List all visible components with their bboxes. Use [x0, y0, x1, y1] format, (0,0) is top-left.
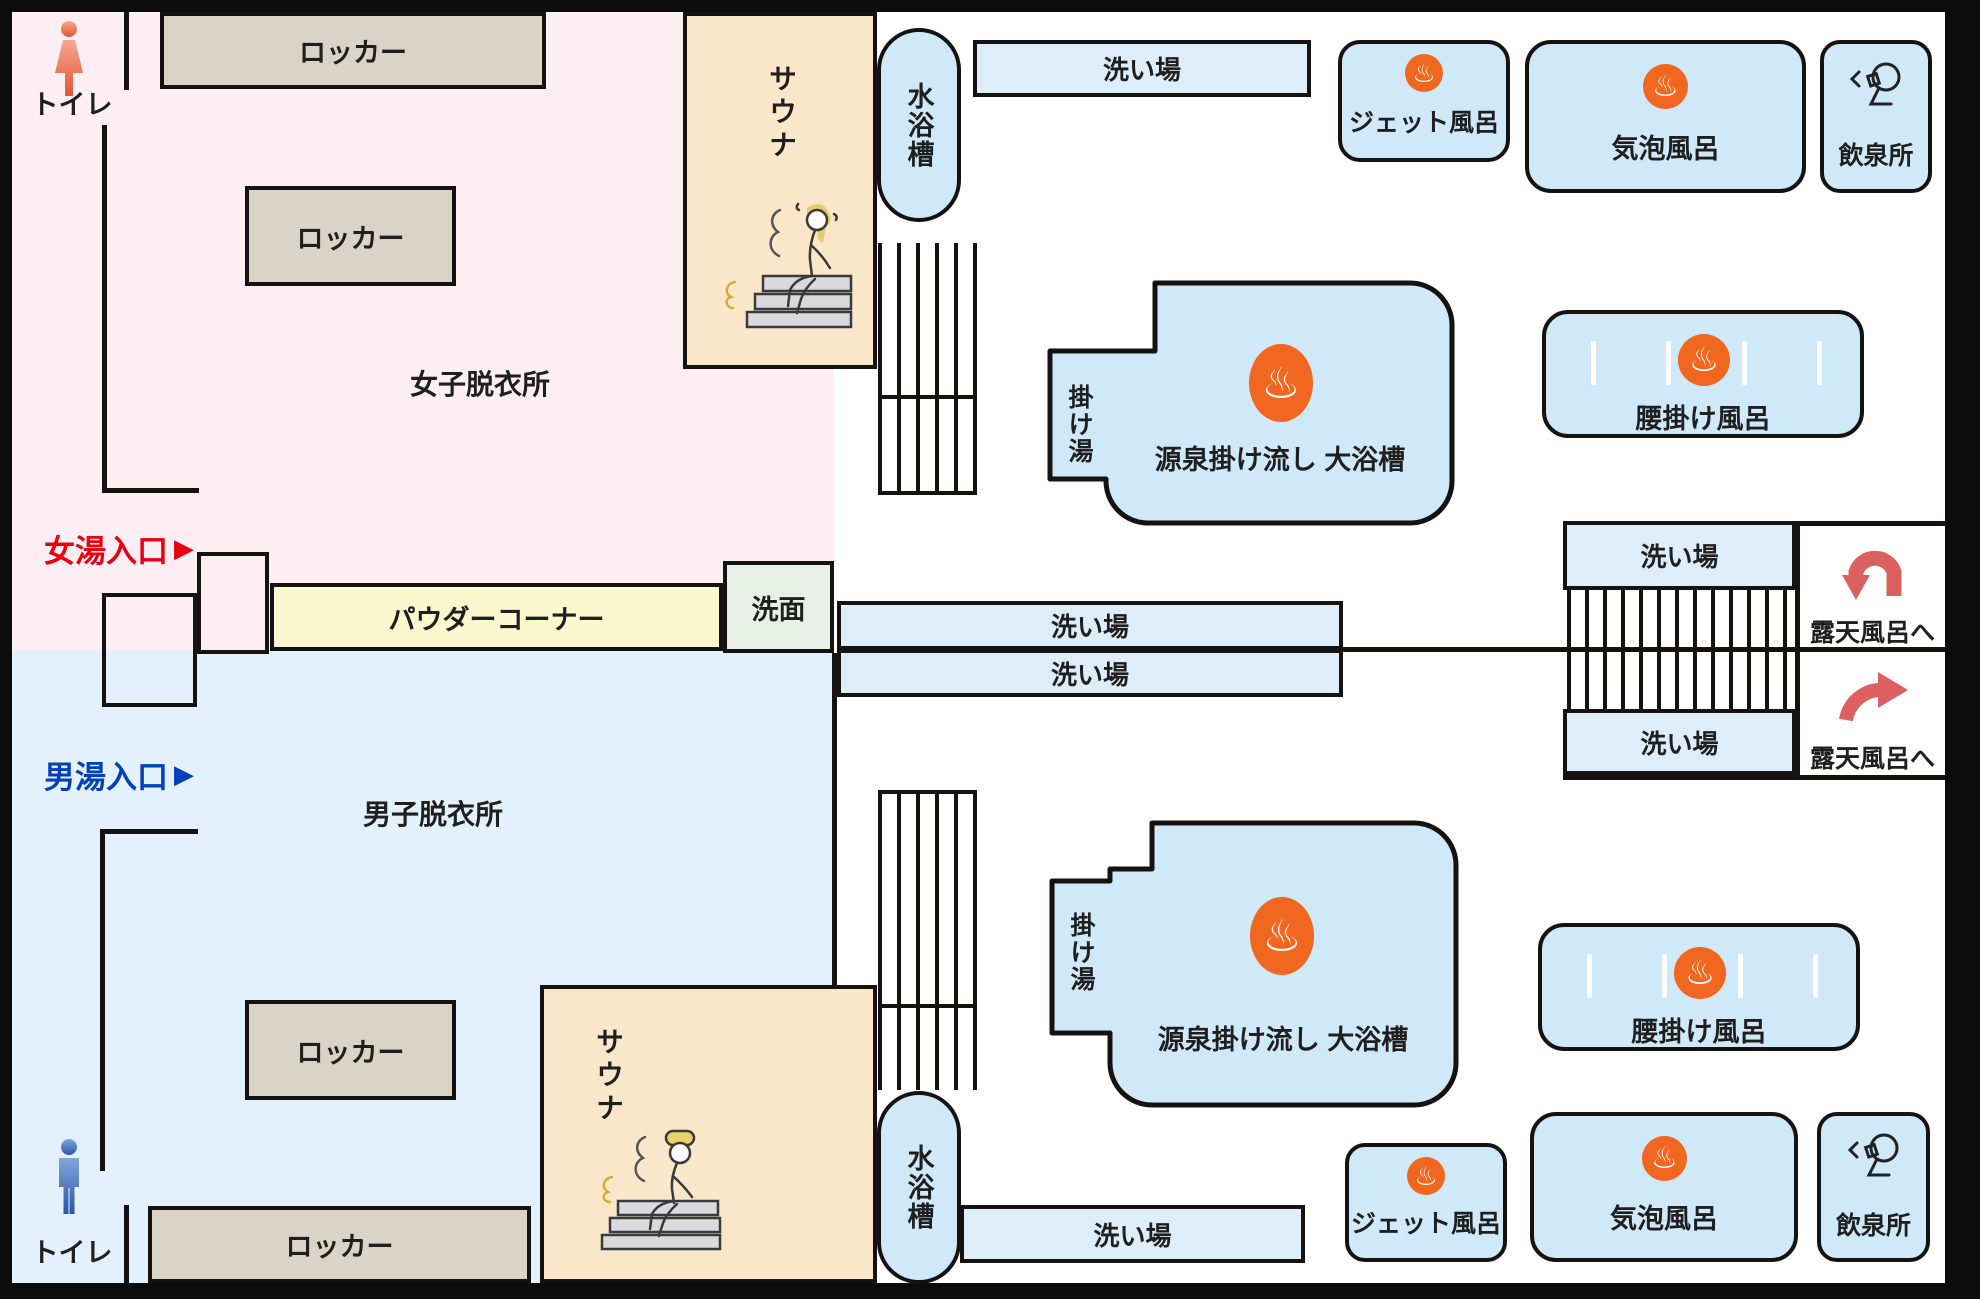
men-entrance-label: 男湯入口 ▶ — [44, 758, 194, 795]
onsen-icon: ♨ — [1250, 897, 1314, 975]
stairs-grate — [1567, 652, 1793, 709]
drinking-person-icon — [1848, 60, 1908, 112]
entrance-arrow-icon: ▶ — [174, 758, 194, 789]
men-pouring-station: 掛け湯 — [1067, 911, 1095, 993]
washing-area-right-bottom: 洗い場 — [1563, 709, 1796, 775]
to-open-air-bath-lower: 露天風呂へ — [1800, 656, 1945, 773]
walkway-grate — [878, 790, 977, 1008]
wall-segment — [102, 125, 107, 493]
wall-segment — [1795, 521, 1800, 780]
women-entrance-label: 女湯入口 ▶ — [44, 532, 194, 569]
men-bench-bath: ♨ 腰掛け風呂 — [1538, 923, 1860, 1051]
women-vestibule — [197, 552, 269, 654]
stairs-grate — [1567, 590, 1793, 647]
women-bench-bath: ♨ 腰掛け風呂 — [1542, 310, 1864, 438]
women-main-bath-label: 源泉掛け流し 大浴槽 — [1154, 444, 1406, 475]
onsen-icon: ♨ — [1674, 947, 1726, 999]
walkway-grate — [878, 399, 977, 495]
to-open-air-bath-upper: 露天風呂へ — [1800, 528, 1945, 647]
men-sauna-room: サウナ — [540, 985, 877, 1283]
powder-corner: パウダーコーナー — [270, 583, 723, 651]
women-locker-top: ロッカー — [160, 12, 546, 89]
men-toilet-label: トイレ — [31, 1237, 113, 1268]
washing-area-right-top: 洗い場 — [1563, 521, 1796, 590]
men-dressing-room-label: 男子脱衣所 — [362, 799, 503, 830]
women-sauna-room: サウナ — [683, 12, 877, 369]
washstand: 洗面 — [723, 561, 834, 653]
uturn-arrow-icon — [1834, 532, 1912, 602]
washing-area-strip-men: 洗い場 — [837, 649, 1343, 697]
entrance-arrow-icon: ▶ — [174, 532, 194, 563]
wall-segment — [832, 653, 837, 987]
men-locker-mid: ロッカー — [245, 1000, 456, 1100]
walkway-grate — [878, 243, 977, 399]
wall-segment — [1795, 521, 1945, 526]
washing-area-strip-women: 洗い場 — [837, 601, 1343, 650]
wall-segment — [124, 1205, 129, 1283]
washing-area-bottom: 洗い場 — [960, 1205, 1305, 1263]
sauna-woman-illustration-icon — [695, 184, 869, 364]
men-main-bath — [1040, 815, 1466, 1109]
men-cold-water-bath: 水浴槽 — [877, 1091, 961, 1284]
onsen-icon: ♨ — [1405, 54, 1443, 92]
onsen-icon: ♨ — [1249, 344, 1313, 422]
walkway-grate — [878, 1002, 977, 1090]
men-main-bath-label: 源泉掛け流し 大浴槽 — [1157, 1024, 1409, 1055]
men-drinking-fountain: 飲泉所 — [1817, 1112, 1930, 1262]
men-jet-bath: ♨ ジェット風呂 — [1345, 1143, 1507, 1262]
women-cold-water-bath: 水浴槽 — [877, 28, 961, 222]
washing-area-top: 洗い場 — [973, 40, 1311, 97]
wall-segment — [102, 488, 199, 493]
wall-segment — [100, 829, 198, 834]
onsen-icon: ♨ — [1643, 64, 1688, 109]
men-bubble-bath: ♨ 気泡風呂 — [1530, 1112, 1798, 1262]
onsen-icon: ♨ — [1407, 1157, 1445, 1195]
women-figure-icon — [46, 20, 92, 100]
wall-segment — [100, 829, 105, 1171]
men-figure-icon — [46, 1138, 92, 1218]
sauna-man-illustration-icon — [554, 1117, 764, 1279]
drinking-person-icon — [1846, 1131, 1906, 1183]
women-bubble-bath: ♨ 気泡風呂 — [1525, 40, 1806, 193]
women-main-bath — [1040, 275, 1460, 533]
onsen-icon: ♨ — [1678, 334, 1730, 386]
women-drinking-fountain: 飲泉所 — [1820, 40, 1932, 193]
center-divider-wall — [1343, 647, 1945, 652]
women-jet-bath: ♨ ジェット風呂 — [1338, 40, 1510, 162]
curve-right-arrow-icon — [1834, 662, 1912, 724]
entrance-vestibule — [102, 593, 197, 707]
men-locker-bottom: ロッカー — [148, 1206, 531, 1283]
wall-segment — [124, 12, 129, 90]
onsen-icon: ♨ — [1642, 1136, 1687, 1181]
men-sauna-label: サウナ — [593, 1026, 624, 1126]
women-sauna-label: サウナ — [766, 63, 797, 163]
wall-segment — [1563, 775, 1945, 780]
women-locker-mid: ロッカー — [245, 186, 456, 286]
women-pouring-station: 掛け湯 — [1065, 383, 1093, 465]
women-dressing-room-label: 女子脱衣所 — [409, 369, 550, 400]
women-toilet-label: トイレ — [31, 89, 113, 120]
